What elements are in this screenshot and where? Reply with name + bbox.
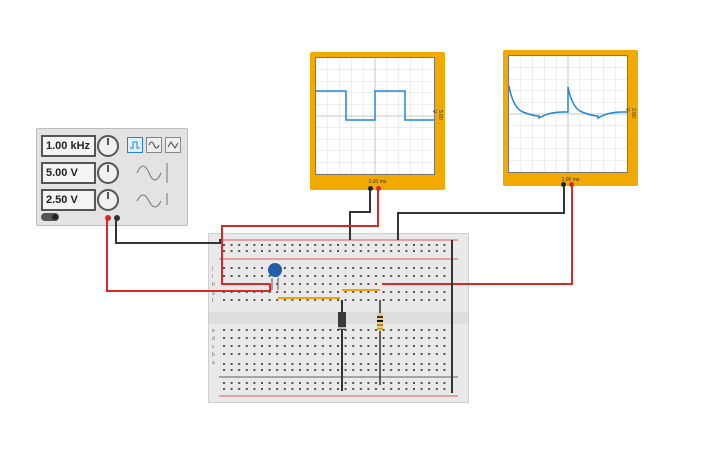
- square-wave-icon: [130, 141, 140, 149]
- positive-terminal[interactable]: [105, 215, 111, 221]
- row-label: a: [212, 360, 215, 366]
- row-label: e: [212, 328, 215, 334]
- oscilloscope-1-graticule: [315, 57, 435, 175]
- negative-terminal[interactable]: [114, 215, 120, 221]
- oscilloscope-2-volt-div: 2.00 V: [624, 108, 636, 118]
- oscilloscope-2-time-div: 2.00 ms: [561, 177, 580, 183]
- oscilloscope-1-negative-probe[interactable]: [368, 186, 373, 191]
- row-label: c: [212, 344, 215, 350]
- frequency-display[interactable]: 1.00 kHz: [41, 135, 96, 157]
- oscilloscope-1[interactable]: 2.00 ms 5.00 V: [310, 52, 445, 191]
- oscilloscope-2-trace: [508, 85, 627, 120]
- function-generator[interactable]: 1.00 kHz 5.00 V 2.50 V: [36, 128, 188, 226]
- waveform-diagram-icon: [136, 163, 168, 208]
- amplitude-display[interactable]: 5.00 V: [41, 162, 96, 184]
- row-label: f: [212, 298, 214, 304]
- amplitude-knob[interactable]: [97, 162, 119, 184]
- oscilloscope-1-trace: [316, 90, 434, 121]
- frequency-knob[interactable]: [97, 135, 119, 157]
- oscilloscope-2-negative-probe[interactable]: [561, 182, 566, 187]
- triangle-wave-icon: [167, 141, 179, 149]
- sine-wave-button[interactable]: [146, 137, 162, 153]
- row-label: i: [212, 274, 213, 280]
- oscilloscope-1-volt-div: 5.00 V: [431, 110, 443, 120]
- square-wave-button[interactable]: [127, 137, 143, 153]
- row-label: b: [212, 352, 215, 358]
- triangle-wave-button[interactable]: [165, 137, 181, 153]
- row-label: h: [212, 282, 215, 288]
- oscilloscope-1-time-div: 2.00 ms: [368, 179, 387, 185]
- oscilloscope-2-screen: [508, 55, 628, 173]
- row-label: d: [212, 336, 215, 342]
- offset-knob[interactable]: [97, 189, 119, 211]
- power-toggle[interactable]: [41, 213, 59, 221]
- oscilloscope-2-graticule: [508, 55, 628, 173]
- oscilloscope-2[interactable]: 2.00 ms 2.00 V: [503, 50, 638, 187]
- oscilloscope-2-positive-probe[interactable]: [569, 182, 574, 187]
- row-label: j: [211, 266, 213, 272]
- oscilloscope-1-screen: [315, 57, 435, 175]
- sine-wave-icon: [148, 141, 160, 149]
- offset-display[interactable]: 2.50 V: [41, 189, 96, 211]
- row-label: g: [212, 290, 215, 296]
- oscilloscope-1-positive-probe[interactable]: [376, 186, 381, 191]
- wire-scope2-ground: [397, 186, 565, 240]
